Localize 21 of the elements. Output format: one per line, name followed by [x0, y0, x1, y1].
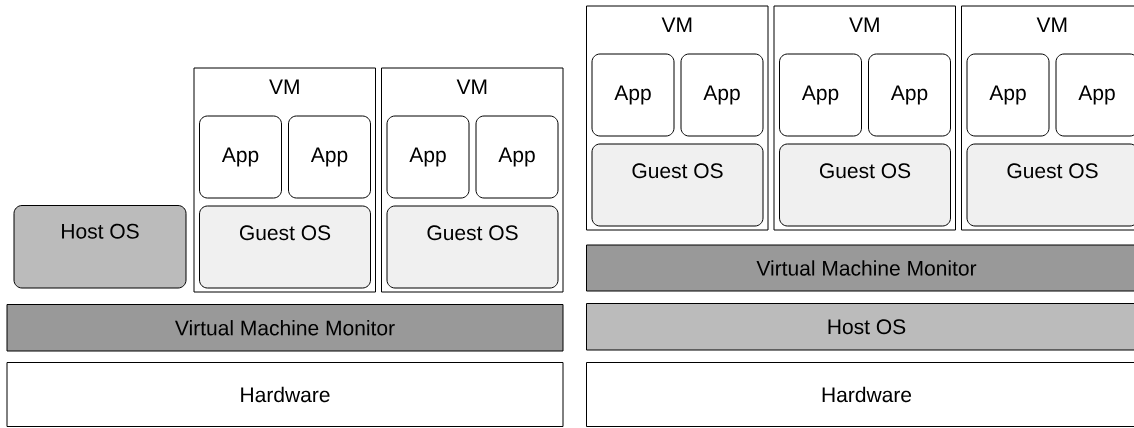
hardware-bar: Hardware	[6, 362, 564, 427]
host-os-box: Host OS	[13, 205, 187, 289]
app-box: App	[680, 53, 764, 137]
app-box: App	[199, 115, 282, 199]
host-os-bar: Host OS	[586, 303, 1134, 351]
monitor-bar: Virtual Machine Monitor	[6, 304, 564, 352]
app-box: App	[1055, 53, 1134, 137]
guest-os-box: Guest OS	[591, 143, 764, 227]
monitor-bar: Virtual Machine Monitor	[586, 244, 1134, 292]
app-box: App	[868, 53, 951, 137]
app-box: App	[386, 115, 470, 199]
app-box: App	[591, 53, 675, 137]
app-box: App	[288, 115, 371, 199]
guest-os-box: Guest OS	[199, 205, 371, 289]
guest-os-box: Guest OS	[386, 205, 559, 289]
guest-os-box: Guest OS	[779, 143, 951, 227]
hardware-bar: Hardware	[586, 362, 1134, 427]
guest-os-box: Guest OS	[966, 143, 1134, 227]
app-box: App	[779, 53, 862, 137]
app-box: App	[966, 53, 1050, 137]
app-box: App	[475, 115, 559, 199]
